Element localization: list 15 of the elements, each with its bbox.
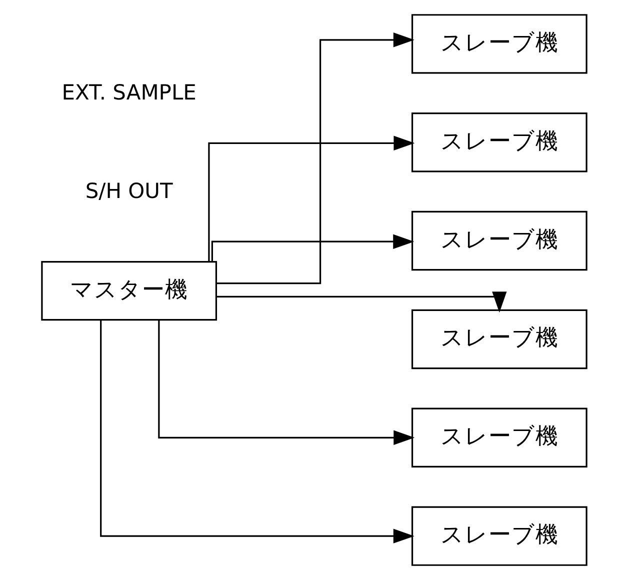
label: EXT. SAMPLE — [62, 80, 196, 104]
arrow — [211, 234, 414, 262]
arrow — [216, 32, 414, 284]
arrow — [158, 320, 415, 445]
arrow — [216, 292, 507, 313]
node-box: スレーブ機 — [411, 408, 588, 468]
node-box: マスター機 — [41, 260, 218, 321]
node-box: スレーブ機 — [411, 112, 588, 172]
node-box: スレーブ機 — [411, 14, 588, 74]
label: S/H OUT — [85, 178, 173, 203]
node-box: スレーブ機 — [411, 506, 588, 566]
arrow — [208, 136, 415, 262]
arrow — [100, 320, 414, 544]
node-box: スレーブ機 — [411, 309, 588, 370]
node-box: スレーブ機 — [411, 210, 588, 271]
